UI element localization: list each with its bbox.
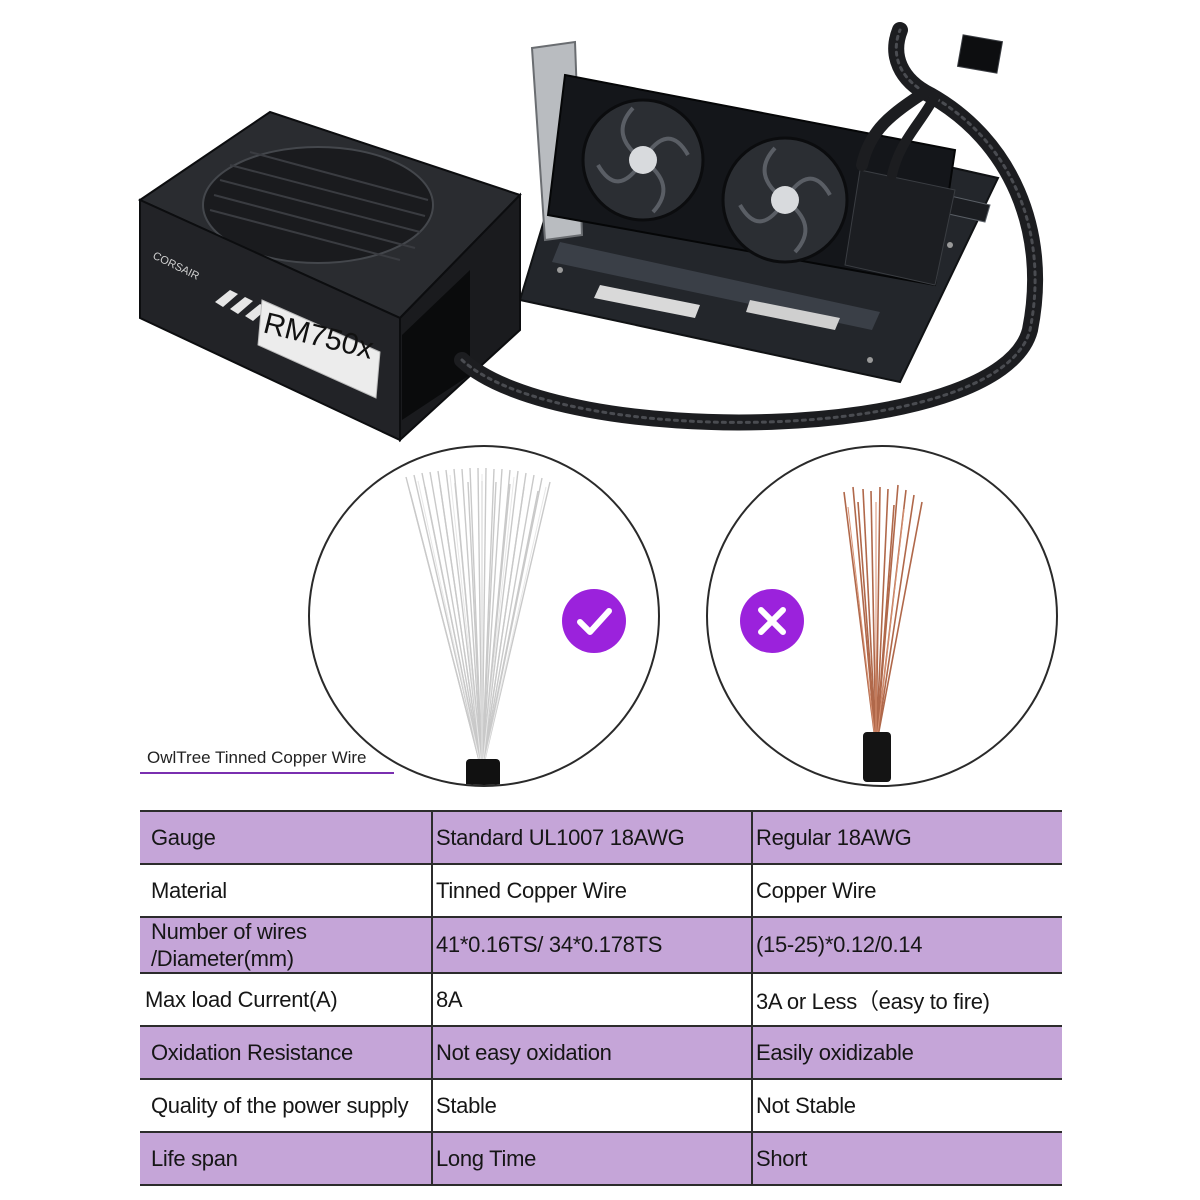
- bad-value: (15-25)*0.12/0.14: [751, 916, 1062, 974]
- good-value: Long Time: [431, 1131, 752, 1186]
- bad-value: Copper Wire: [751, 863, 1062, 918]
- table-row: Oxidation Resistance Not easy oxidation …: [140, 1025, 1062, 1080]
- bad-value: 3A or Less（easy to fire): [751, 972, 1062, 1027]
- row-label: Quality of the power supply: [140, 1078, 432, 1133]
- bad-value: Regular 18AWG: [751, 810, 1062, 865]
- table-row: Material Tinned Copper Wire Copper Wire: [140, 863, 1062, 918]
- tinned-copper-strands: [405, 467, 551, 785]
- good-wire-circle: [308, 445, 660, 787]
- check-icon: [577, 608, 612, 635]
- table-row: Number of wires /Diameter(mm) 41*0.16TS/…: [140, 916, 1062, 974]
- row-label: Oxidation Resistance: [140, 1025, 432, 1080]
- good-wire-caption: OwlTree Tinned Copper Wire: [147, 748, 367, 767]
- good-value: 41*0.16TS/ 34*0.178TS: [431, 916, 752, 974]
- row-label: Life span: [140, 1131, 432, 1186]
- copper-strands: [843, 484, 923, 782]
- graphics-card: [546, 73, 957, 287]
- row-label: Number of wires /Diameter(mm): [140, 916, 432, 974]
- good-value: Tinned Copper Wire: [431, 863, 752, 918]
- caption-underline: [140, 772, 394, 774]
- power-supply: RM750x CORSAIR: [137, 110, 522, 443]
- bad-value: Easily oxidizable: [751, 1025, 1062, 1080]
- bad-wire-circle: [706, 445, 1058, 787]
- table-row: Max load Current(A) 8A 3A or Less（easy t…: [140, 972, 1062, 1027]
- row-label: Material: [140, 863, 432, 918]
- row-label: Gauge: [140, 810, 432, 865]
- good-value: Not easy oxidation: [431, 1025, 752, 1080]
- table-row: Gauge Standard UL1007 18AWG Regular 18AW…: [140, 810, 1062, 865]
- row-label: Max load Current(A): [140, 972, 432, 1027]
- cross-badge: [740, 589, 804, 653]
- good-value: Standard UL1007 18AWG: [431, 810, 752, 865]
- braided-cable: [454, 22, 1044, 431]
- table-row: Life span Long Time Short: [140, 1131, 1062, 1186]
- check-badge: [562, 589, 626, 653]
- bad-value: Not Stable: [751, 1078, 1062, 1133]
- cross-icon: [758, 607, 786, 635]
- bad-value: Short: [751, 1131, 1062, 1186]
- comparison-table: Gauge Standard UL1007 18AWG Regular 18AW…: [140, 810, 1062, 1186]
- pcie-connector: [956, 34, 1004, 74]
- good-value: 8A: [431, 972, 752, 1027]
- good-value: Stable: [431, 1078, 752, 1133]
- table-row: Quality of the power supply Stable Not S…: [140, 1078, 1062, 1133]
- product-illustration: RM750x CORSAIR: [137, 22, 1044, 443]
